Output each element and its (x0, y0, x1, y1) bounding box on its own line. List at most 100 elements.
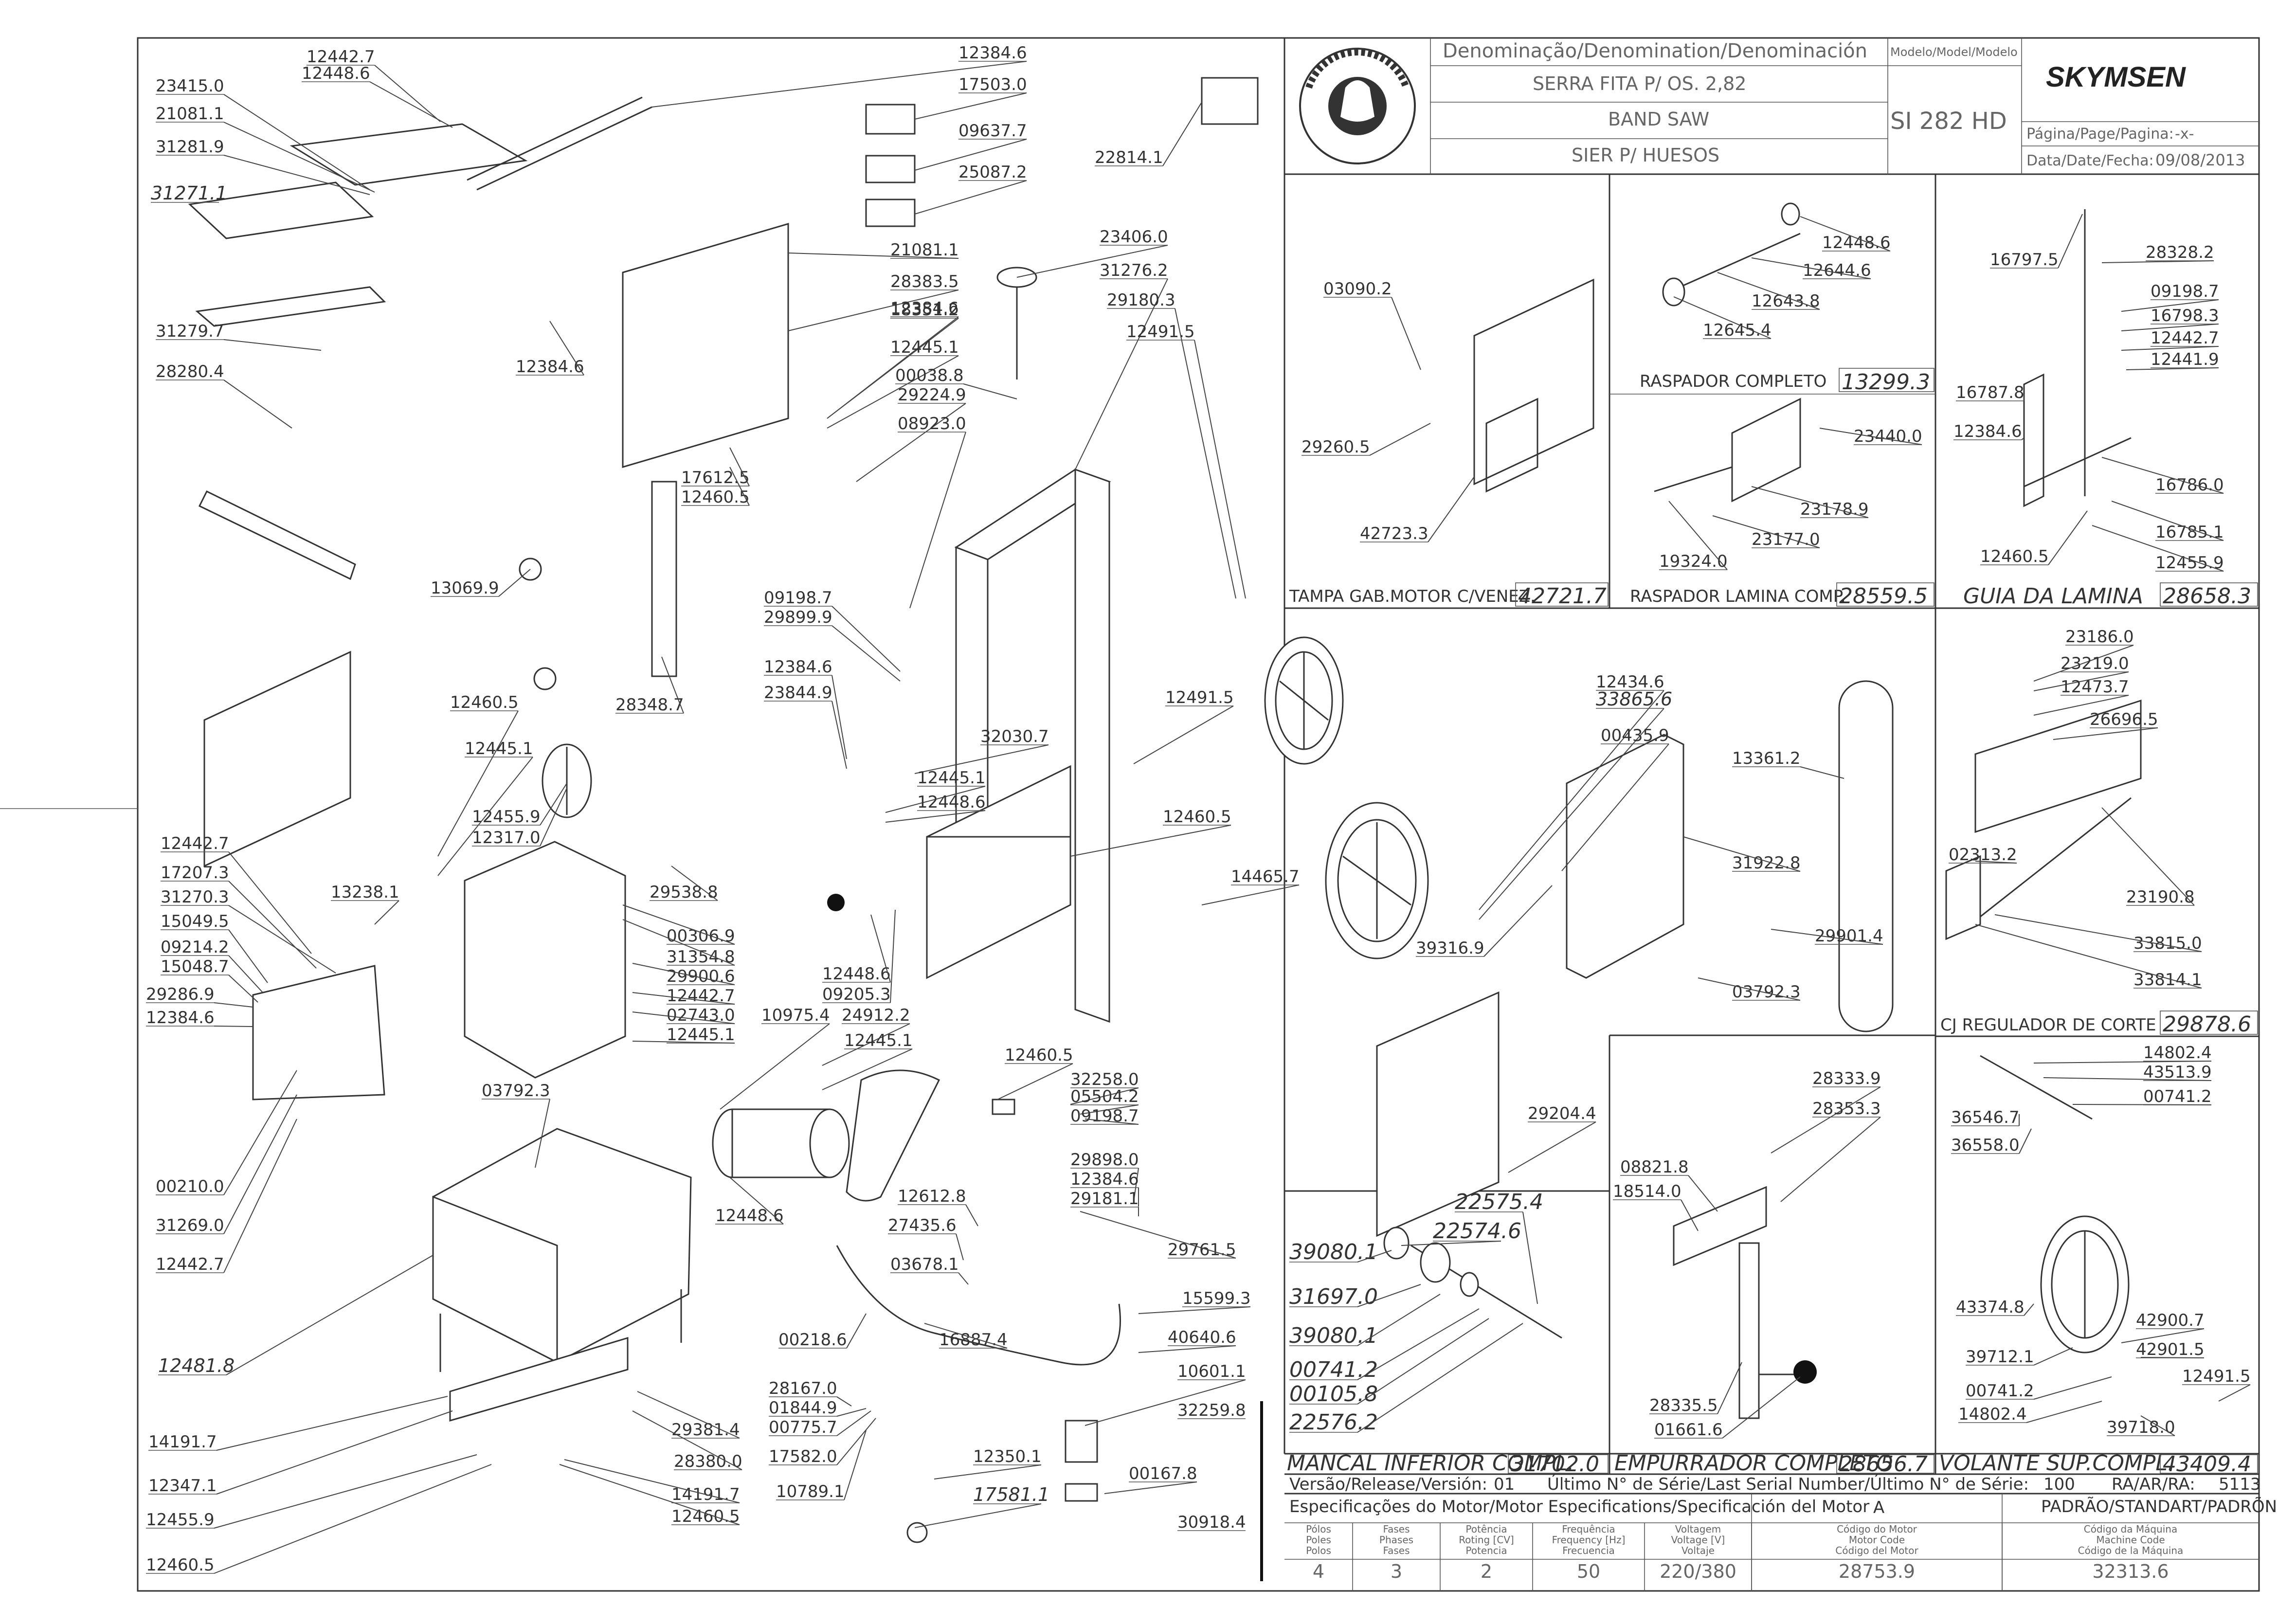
main-part-label: 30918.4 (1177, 1513, 1246, 1532)
main-part-label: 12491.5 (1126, 322, 1195, 342)
main-part-label: 31276.2 (1100, 261, 1168, 280)
main-part-label: 29286.9 (146, 985, 215, 1004)
leader-line (1819, 428, 1922, 445)
upper-wheel-part-label: 00741.2 (1966, 1381, 2034, 1401)
leader-line (223, 1070, 297, 1195)
scraper-complete-part-label: 12448.6 (1822, 233, 1891, 253)
main-part-label: 12460.5 (146, 1555, 215, 1575)
main-part-label: 23406.0 (1100, 227, 1168, 247)
leader-line (1751, 486, 1869, 518)
main-part-label: 29181.1 (1070, 1189, 1139, 1209)
leader-line (832, 675, 847, 759)
upper-wheel-part-label: 00741.2 (2143, 1087, 2212, 1106)
leader-line (1357, 1250, 1392, 1263)
leader-line (226, 1255, 434, 1375)
leader-line (1369, 423, 1431, 456)
main-part-label: 00210.0 (156, 1177, 224, 1196)
round-sticker (906, 1522, 928, 1543)
wiring-harness (836, 1245, 1121, 1366)
leader-line (890, 909, 896, 1003)
machine-name-pt: SERRA FITA P/ OS. 2,82 (1533, 73, 1746, 94)
main-part-label: 31922.8 (1732, 853, 1801, 873)
standard-header: PADRÃO/STANDART/PADRÕN (2041, 1497, 2277, 1516)
spec-header-text: Phases (1379, 1534, 1413, 1546)
leader-line (836, 1396, 852, 1407)
leader-line (228, 851, 312, 954)
base-plate (449, 1336, 629, 1422)
main-part-label: 39316.9 (1416, 938, 1484, 958)
upper-wheel (1264, 636, 1344, 765)
main-part-label: 32259.8 (1177, 1401, 1246, 1420)
spec-header-text: Frequency [Hz] (1552, 1534, 1626, 1546)
spec-value: 28753.9 (1839, 1561, 1915, 1582)
leader-line (2072, 1104, 2212, 1105)
spec-header-text: Roting [CV] (1459, 1534, 1514, 1546)
motor-variant: A (1873, 1498, 1884, 1517)
leader-line (437, 757, 533, 876)
leader-line (2058, 214, 2083, 269)
panel-title-text: GUIA DA LAMINA (1963, 584, 2143, 609)
leader-line (632, 1011, 735, 1024)
push-knob (827, 894, 845, 911)
leader-line (1357, 1318, 1489, 1405)
main-part-label: 10789.1 (776, 1482, 845, 1501)
scraper-complete-sketch (1662, 202, 1801, 307)
blade-guide-sketch (2023, 209, 2132, 507)
leader-line (2053, 727, 2158, 740)
main-part-label: 29761.5 (1168, 1240, 1236, 1260)
leader-line (223, 1119, 297, 1273)
cut-regulator-part-label: 23190.8 (2126, 887, 2195, 907)
main-part-label: 29900.6 (667, 967, 735, 986)
leader-line (1751, 257, 1871, 279)
leader-line (1780, 1117, 1881, 1202)
panel-title-motor-cover: TAMPA GAB.MOTOR C/VENEZ. 42721.7 (1289, 582, 1609, 609)
leader-line (2019, 1128, 2032, 1154)
leader-line (729, 447, 750, 487)
main-part-label: 12460.5 (450, 693, 519, 712)
main-part-label: 17503.0 (958, 75, 1027, 94)
leader-line (958, 1272, 969, 1285)
leader-line (2026, 1401, 2102, 1423)
leader-line (1975, 924, 2202, 989)
leader-line (1975, 861, 2017, 864)
leader-line (997, 1063, 1073, 1100)
main-part-label: 00167.8 (1129, 1464, 1197, 1483)
small-pulley (542, 743, 592, 818)
main-part-label: 14191.7 (148, 1432, 217, 1452)
leader-line (1401, 1241, 1501, 1246)
main-part-label: 00038.8 (895, 366, 964, 385)
leader-line (498, 569, 531, 597)
leader-line (1673, 296, 1772, 339)
upper-wheel-part-label: 39718.0 (2107, 1418, 2175, 1437)
leader-line (934, 1464, 1042, 1480)
main-part-label: 31279.7 (156, 322, 224, 341)
machine-name-es: SIER P/ HUESOS (1572, 144, 1719, 166)
leader-line (535, 1099, 550, 1168)
main-part-label: 10601.1 (1177, 1362, 1246, 1381)
leader-line (1717, 272, 1820, 310)
leader-line (1428, 476, 1475, 542)
blade-guide-part-label: 16798.3 (2151, 306, 2219, 325)
leader-line (1681, 1199, 1699, 1231)
spec-header-text: Código de la Máquina (2078, 1545, 2184, 1556)
main-part-label: 28383.5 (890, 272, 959, 291)
main-part-label: 09198.7 (1070, 1106, 1139, 1126)
main-part-label: 15048.7 (161, 957, 229, 976)
leader-line (214, 1026, 253, 1027)
top-table-plate (289, 123, 528, 186)
spec-header-text: Poles (1306, 1534, 1331, 1546)
leader-line (637, 1391, 740, 1439)
leader-line (720, 1023, 830, 1110)
lower-bearing-part-label: 31697.0 (1289, 1284, 1378, 1309)
panel-title-cut-regulator: CJ REGULADOR DE CORTE 29878.6 (1940, 1010, 2258, 1037)
leader-line (2140, 1415, 2175, 1436)
leader-line (214, 1454, 477, 1529)
lower-bearing-part-label: 00105.8 (1289, 1382, 1378, 1407)
main-part-label: 14465.7 (1231, 867, 1300, 886)
blade-guide-part-label: 12455.9 (2155, 553, 2224, 573)
drawing-frame (137, 37, 2260, 1592)
